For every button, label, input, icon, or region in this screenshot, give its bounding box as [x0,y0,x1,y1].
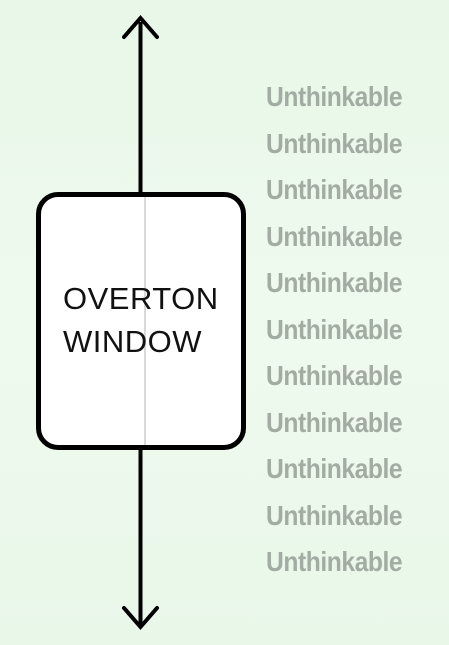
unthinkable-label: Unthinkable [266,267,403,298]
unthinkable-label-list: Unthinkable Unthinkable Unthinkable Unth… [266,77,449,589]
unthinkable-label: Unthinkable [266,313,403,345]
arrow-up-icon [122,14,159,39]
unthinkable-label: Unthinkable [266,546,403,577]
unthinkable-label: Unthinkable [266,127,403,159]
window-label: OVERTON WINDOW [63,277,219,363]
unthinkable-label: Unthinkable [266,499,403,531]
unthinkable-label: Unthinkable [266,360,403,391]
window-center-line [144,197,146,445]
window-label-line1: OVERTON [63,281,219,316]
unthinkable-label: Unthinkable [266,453,403,484]
window-label-line2: WINDOW [63,324,203,359]
unthinkable-label: Unthinkable [266,174,403,205]
overton-window-box: OVERTON WINDOW [36,192,246,450]
unthinkable-label: Unthinkable [266,220,403,252]
arrow-down-icon [122,606,159,631]
unthinkable-label: Unthinkable [266,81,403,112]
unthinkable-label: Unthinkable [266,406,403,438]
